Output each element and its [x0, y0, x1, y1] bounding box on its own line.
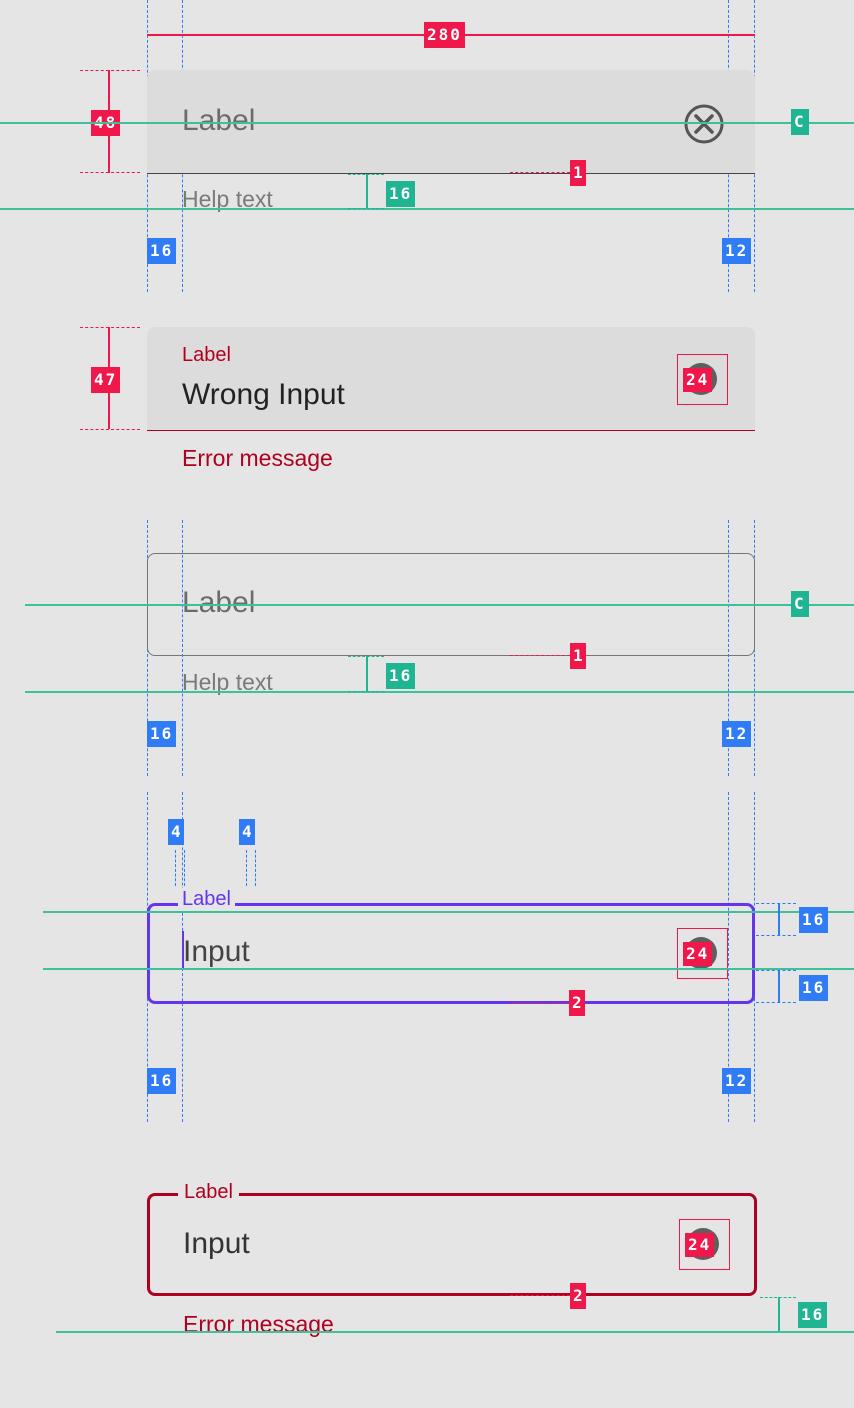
- guide-right-padding: [728, 792, 729, 1122]
- padding-end-tag: 12: [722, 238, 752, 264]
- input-offset-line: [778, 970, 780, 1002]
- guide-left-padding: [182, 520, 183, 776]
- clear-icon[interactable]: [682, 102, 726, 146]
- input-offset-guide-top: [756, 970, 796, 971]
- baseline-gap-tag: 16: [386, 181, 416, 207]
- filled-field-label: Label: [182, 104, 256, 137]
- width-tag: 280: [424, 22, 465, 48]
- padding-end-tag: 12: [722, 721, 752, 747]
- label-offset-guide-top: [756, 903, 796, 904]
- label-baseline-line: [43, 911, 854, 913]
- indicator-guide: [510, 655, 570, 656]
- center-line: [25, 604, 854, 606]
- trailing-icon: 24: [677, 928, 728, 979]
- baseline-gap-line: [366, 174, 368, 208]
- indicator-guide: [510, 1295, 570, 1296]
- padding-start-tag: 16: [147, 1068, 177, 1094]
- height-tag: 47: [91, 367, 121, 393]
- outlined-focused-field-value[interactable]: Input: [183, 935, 250, 968]
- padding-start-tag: 16: [147, 238, 177, 264]
- baseline-guide: [25, 691, 854, 693]
- filled-error-field-value[interactable]: Wrong Input: [182, 378, 345, 411]
- indicator-tag: 2: [569, 990, 585, 1016]
- filled-field-help-text: Help text: [182, 186, 273, 212]
- input-offset-guide-bottom: [756, 1002, 796, 1003]
- indicator-tag: 1: [570, 160, 586, 186]
- label-gap-start-guide: [175, 850, 185, 886]
- indicator-tag: 1: [570, 643, 586, 669]
- label-offset-tag: 16: [799, 907, 829, 933]
- baseline-gap-line: [778, 1297, 780, 1331]
- outlined-error-field-container[interactable]: [147, 1193, 757, 1296]
- label-gap-end-guide: [246, 850, 256, 886]
- label-gap-start-tag: 4: [168, 819, 184, 845]
- filled-error-field-label: Label: [182, 344, 231, 366]
- indicator-guide: [510, 1003, 570, 1004]
- error-icon: 24: [677, 354, 728, 405]
- label-offset-line: [778, 903, 780, 935]
- outlined-error-field-error-text: Error message: [183, 1311, 334, 1337]
- height-guide-top: [80, 327, 140, 328]
- outlined-focused-field-label: Label: [178, 888, 235, 911]
- icon-size-tag: 24: [683, 368, 713, 392]
- center-line: [0, 122, 854, 124]
- baseline-gap-tag: 16: [798, 1302, 828, 1328]
- indicator-guide: [510, 172, 570, 173]
- label-offset-guide-bottom: [756, 935, 796, 936]
- label-gap-end-tag: 4: [239, 819, 255, 845]
- error-baseline-line: [56, 1331, 854, 1333]
- outlined-field-help-text: Help text: [182, 669, 273, 695]
- center-tag: C: [791, 591, 809, 617]
- height-guide-bottom: [80, 172, 140, 173]
- outlined-focused-field-container[interactable]: [147, 903, 755, 1004]
- baseline-guide: [0, 208, 854, 210]
- input-baseline-line: [43, 968, 854, 970]
- guide-right-padding: [728, 520, 729, 776]
- padding-start-tag: 16: [147, 721, 177, 747]
- baseline-gap-guide-bottom: [348, 691, 384, 692]
- height-guide-top: [80, 70, 140, 71]
- text-cursor: [182, 931, 184, 969]
- error-icon: 24: [679, 1219, 730, 1270]
- icon-size-tag: 24: [685, 1233, 715, 1257]
- height-guide-bottom: [80, 429, 140, 430]
- outlined-error-field-label: Label: [178, 1181, 239, 1204]
- center-tag: C: [791, 109, 809, 135]
- filled-error-field-container[interactable]: [147, 327, 755, 431]
- icon-size-tag: 24: [683, 942, 713, 966]
- outlined-error-field-value[interactable]: Input: [183, 1227, 250, 1260]
- outlined-field-label: Label: [182, 586, 256, 619]
- input-offset-tag: 16: [799, 975, 829, 1001]
- filled-error-field-error-text: Error message: [182, 445, 333, 471]
- baseline-gap-guide-bottom: [348, 208, 384, 209]
- baseline-gap-tag: 16: [386, 663, 416, 689]
- baseline-gap-line: [366, 656, 368, 691]
- indicator-tag: 2: [570, 1283, 586, 1309]
- padding-end-tag: 12: [722, 1068, 752, 1094]
